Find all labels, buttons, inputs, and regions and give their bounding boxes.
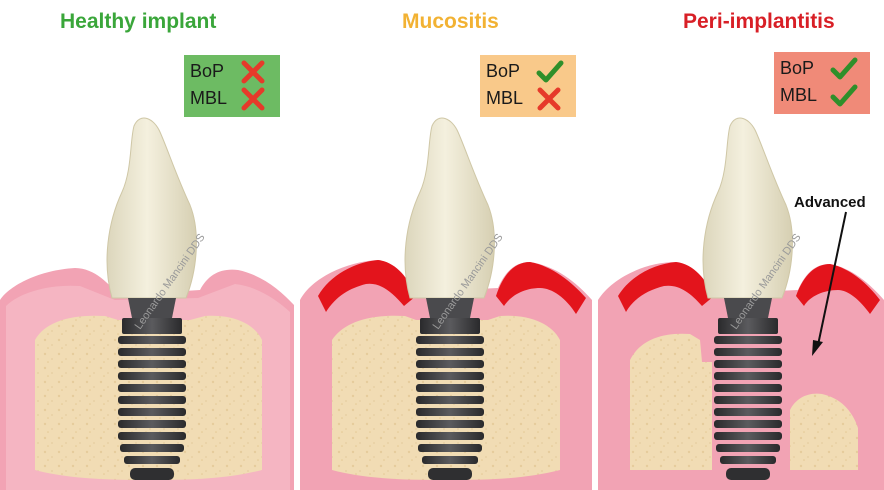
legend-box-healthy: BoP MBL: [184, 55, 280, 117]
implant-collar: [420, 318, 480, 334]
legend-row-mbl: MBL: [190, 85, 274, 112]
check-icon: [830, 57, 856, 81]
cross-icon: [240, 87, 266, 111]
legend-box-mucositis: BoP MBL: [480, 55, 576, 117]
legend-row-bop: BoP: [780, 55, 864, 82]
panel-healthy-implant: Leonardo Mancini DDS: [0, 118, 294, 490]
check-icon: [830, 84, 856, 108]
cross-icon: [240, 60, 266, 84]
legend-label: MBL: [190, 88, 240, 109]
panel-title-peri-implantitis: Peri-implantitis: [683, 10, 835, 34]
legend-row-mbl: MBL: [780, 82, 864, 109]
legend-label: BoP: [486, 61, 536, 82]
panel-title-mucositis: Mucositis: [402, 10, 499, 34]
implant-collar: [122, 318, 182, 334]
panel-title-healthy: Healthy implant: [60, 10, 216, 34]
legend-label: MBL: [780, 85, 830, 106]
legend-label: BoP: [780, 58, 830, 79]
legend-row-bop: BoP: [486, 58, 570, 85]
panel-mucositis: Leonardo Mancini DDS: [300, 118, 592, 490]
legend-label: BoP: [190, 61, 240, 82]
legend-row-mbl: MBL: [486, 85, 570, 112]
legend-row-bop: BoP: [190, 58, 274, 85]
annotation-advanced: Advanced: [794, 194, 866, 211]
legend-label: MBL: [486, 88, 536, 109]
legend-box-peri-implantitis: BoP MBL: [774, 52, 870, 114]
cross-icon: [536, 87, 562, 111]
panel-peri-implantitis: Leonardo Mancini DDS: [598, 118, 884, 490]
check-icon: [536, 60, 562, 84]
implant-collar: [718, 318, 778, 334]
